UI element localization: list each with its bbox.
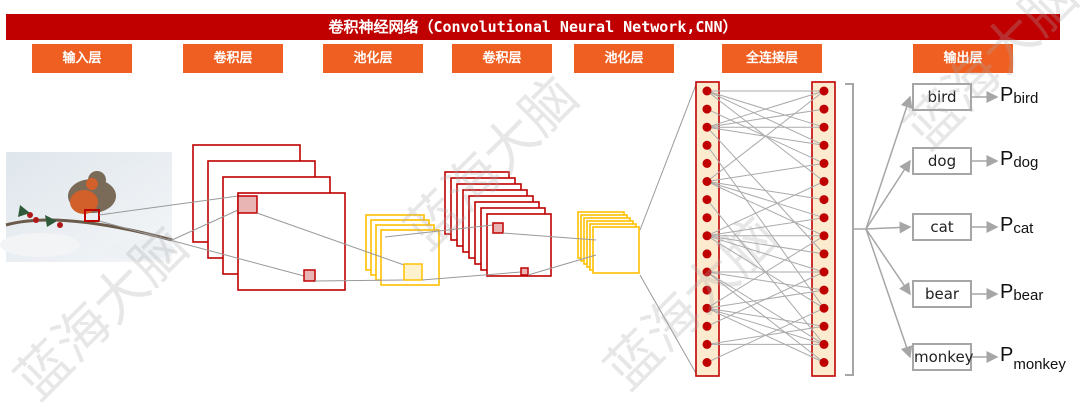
fc-connection [706, 199, 825, 345]
class-box-bear: bear [912, 280, 972, 308]
prob-dog: Pdog [1000, 148, 1039, 171]
layer-label-pool2: 池化层 [574, 44, 674, 73]
fc-connection [706, 307, 825, 327]
fc-node [819, 104, 829, 114]
fc-node [702, 231, 712, 241]
prob-bird: Pbird [1000, 84, 1039, 107]
receptive-line [527, 254, 597, 276]
fc-connection [706, 108, 825, 128]
pool-patch [403, 263, 423, 281]
kernel-patch [303, 269, 316, 282]
class-box-monkey: monkey [912, 343, 974, 371]
fc-connection [706, 90, 825, 128]
prob-monkey: Pmonkey [1000, 344, 1066, 373]
fc-connection [706, 235, 825, 273]
fc-node [819, 303, 829, 313]
fc-node [702, 339, 712, 349]
fc-connection [706, 307, 825, 363]
fc-node [819, 231, 829, 241]
class-box-bird: bird [912, 83, 972, 111]
fc-node [702, 158, 712, 168]
receptive-line [421, 271, 522, 281]
class-box-dog: dog [912, 147, 972, 175]
output-arrow [865, 159, 911, 230]
output-arrows [853, 91, 999, 363]
fc-connection [706, 162, 825, 182]
receptive-line [314, 279, 405, 282]
output-arrow [865, 221, 912, 234]
layer-label-conv1: 卷积层 [183, 44, 283, 73]
output-arrow [865, 228, 911, 296]
fc-node [819, 140, 829, 150]
input-bird-image [0, 152, 175, 262]
fc-node [702, 86, 712, 96]
receptive-line [502, 232, 597, 241]
fc-node [702, 249, 712, 259]
receptive-line [98, 195, 239, 216]
receptive-line [98, 220, 305, 277]
fc-column-left [695, 81, 720, 377]
prob-bear: Pbear [1000, 281, 1044, 304]
fc-input-line [639, 274, 698, 376]
fc-input-line [639, 81, 698, 231]
receptive-line [384, 224, 494, 238]
fc-node [819, 158, 829, 168]
fc-connection [706, 181, 825, 219]
fc-connection [706, 181, 825, 237]
class-box-cat: cat [912, 213, 972, 241]
layer-label-output: 输出层 [913, 44, 1013, 73]
fc-node [819, 122, 829, 132]
fc-node [702, 321, 712, 331]
fc-connection [706, 307, 825, 345]
fc-node [702, 177, 712, 186]
conv-pool-stacks [98, 81, 698, 376]
layer-label-pool1: 池化层 [323, 44, 423, 73]
fc-node [819, 339, 829, 349]
fc-node [819, 177, 829, 186]
fc-node [702, 303, 712, 313]
fc-connection [706, 235, 825, 255]
fc-node [819, 358, 829, 367]
fc-node [819, 249, 829, 259]
fc-node [702, 104, 712, 114]
fully-connected-layer [695, 81, 836, 377]
pool2-feature-map [592, 226, 640, 274]
diagram-title: 卷积神经网络（Convolutional Neural Network,CNN） [6, 14, 1060, 40]
fc-node [702, 195, 712, 205]
receptive-line [171, 209, 239, 241]
fc-node [819, 195, 829, 205]
fc-node [702, 285, 712, 295]
fc-node [819, 321, 829, 331]
kernel-patch [492, 222, 504, 234]
fc-node [702, 267, 712, 277]
fc-connection [706, 271, 825, 291]
fc-bracket [845, 83, 854, 376]
prob-cat: Pcat [1000, 214, 1034, 237]
fc-node [819, 213, 829, 223]
fc-column-right [811, 81, 836, 377]
kernel-patch [237, 195, 258, 214]
layer-label-conv2: 卷积层 [452, 44, 552, 73]
output-arrow [865, 95, 913, 230]
receptive-line [256, 212, 405, 266]
fc-node [702, 213, 712, 223]
fc-node [702, 140, 712, 150]
fc-connection [706, 145, 825, 309]
kernel-patch [520, 267, 529, 276]
fc-connection [706, 271, 825, 327]
fc-node [819, 267, 829, 277]
fc-connection [706, 108, 825, 164]
layer-label-fc: 全连接层 [722, 44, 822, 73]
output-arrow [865, 228, 913, 359]
fc-connection [706, 181, 825, 201]
fc-node [702, 358, 712, 367]
fc-connection [706, 271, 825, 345]
fc-node [819, 86, 829, 96]
fc-node [702, 122, 712, 132]
layer-label-input: 输入层 [32, 44, 132, 73]
fc-node [819, 285, 829, 295]
